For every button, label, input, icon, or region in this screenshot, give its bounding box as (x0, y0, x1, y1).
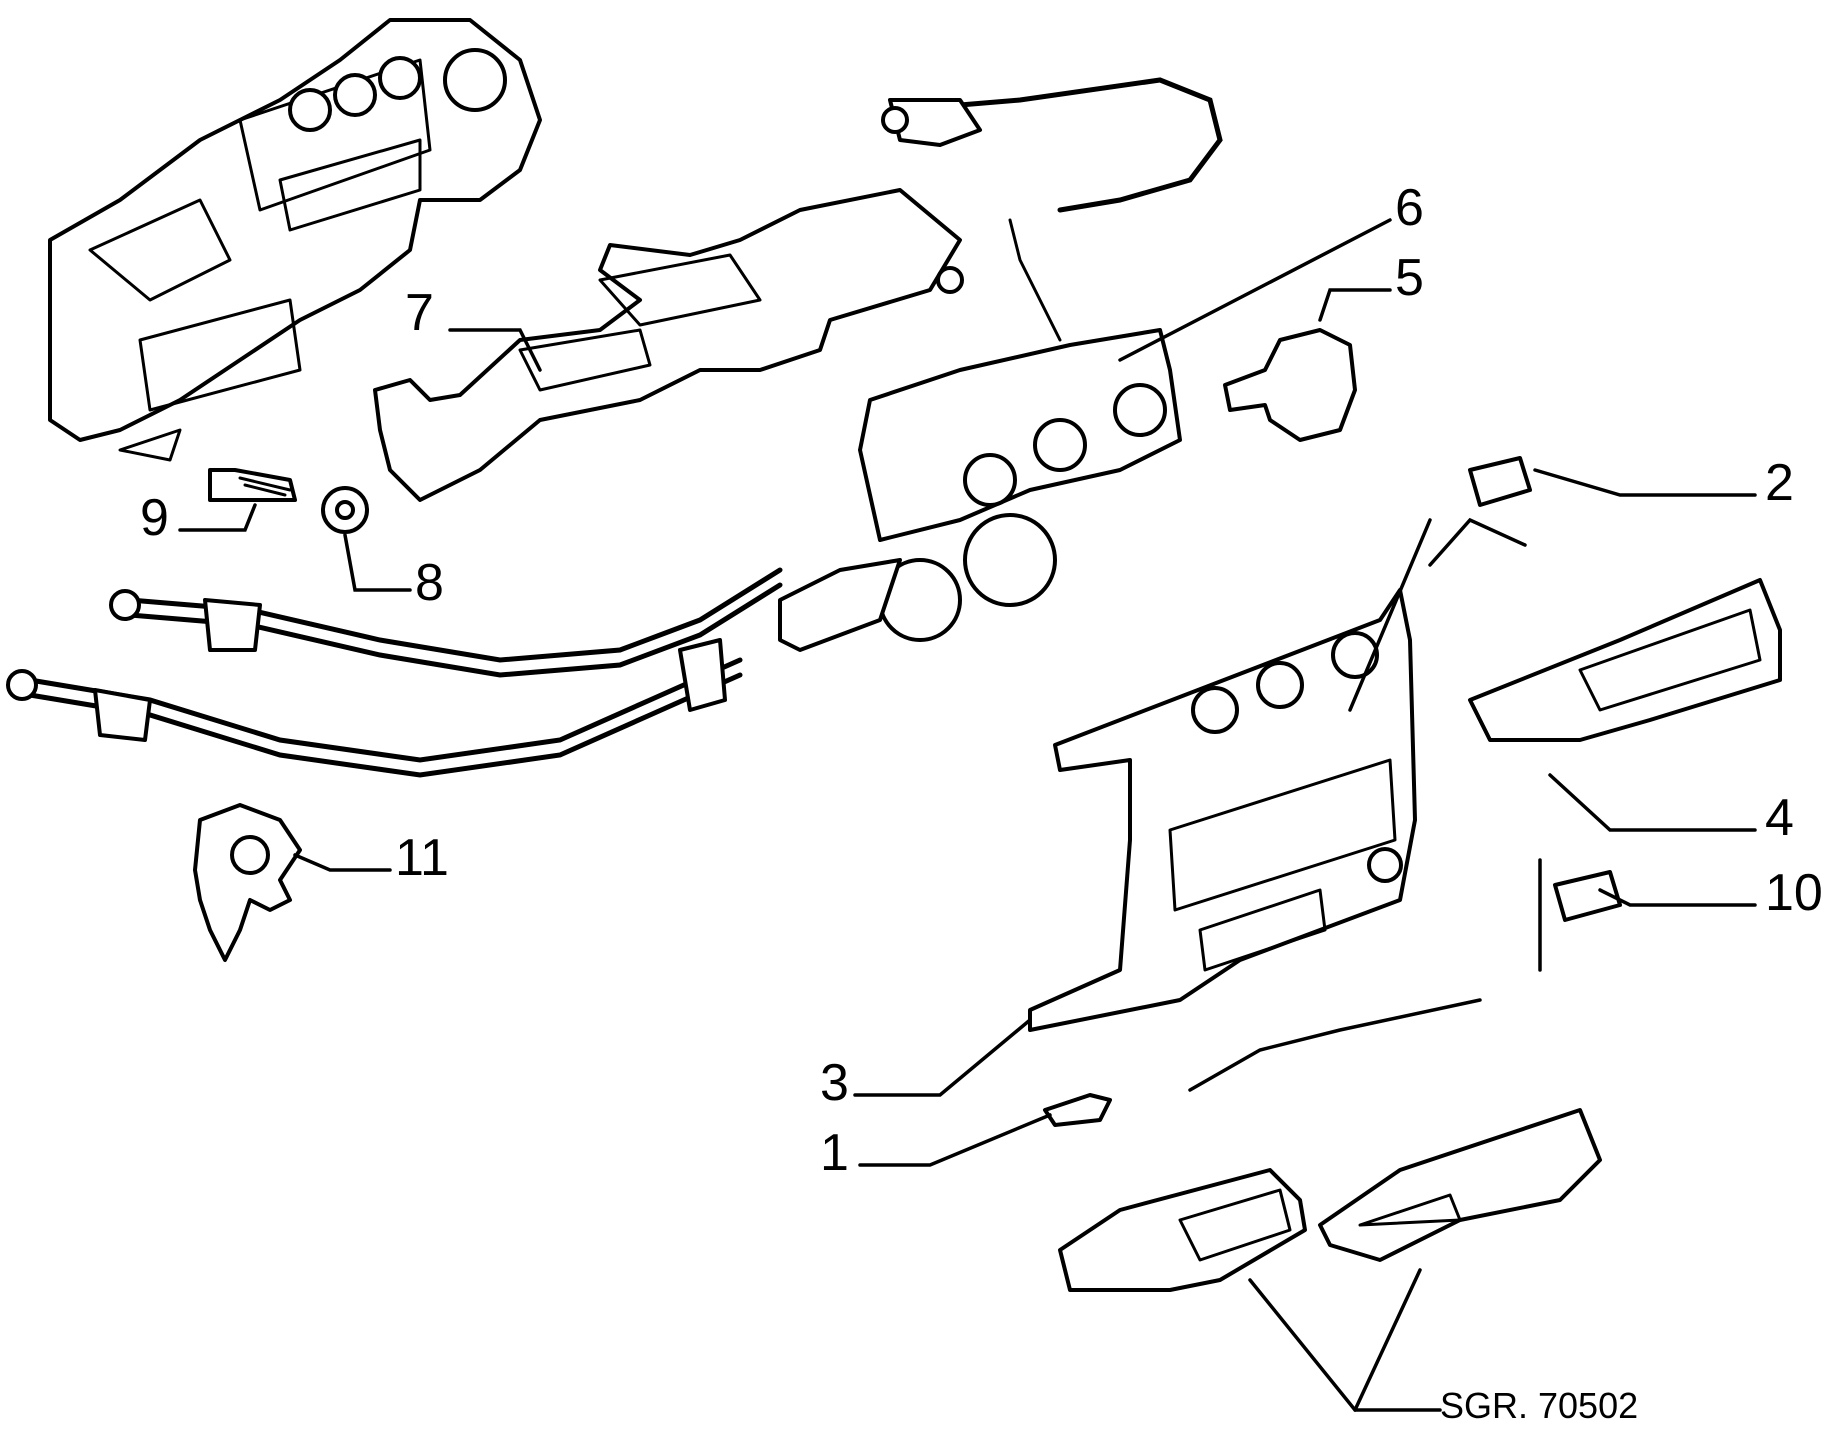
callout-5: 5 (1395, 249, 1424, 307)
part-10-small-cap (1553, 870, 1622, 922)
control-cables (6, 567, 783, 778)
part-9-screw (208, 468, 297, 502)
callout-1: 1 (820, 1124, 849, 1182)
part-11-retaining-clip (193, 803, 302, 962)
part-7-mounting-bracket (373, 188, 964, 502)
part-4-vent-insert (1468, 578, 1782, 742)
callout-4: 4 (1765, 789, 1794, 847)
callout-2: 2 (1765, 454, 1794, 512)
callout-8: 8 (415, 554, 444, 612)
part-6-heater-control-unit (778, 77, 1223, 652)
callout-9: 9 (140, 489, 169, 547)
callout-3: 3 (820, 1054, 849, 1112)
callout-6: 6 (1395, 179, 1424, 237)
callout-11: 11 (395, 829, 449, 887)
part-2-small-cap (1468, 456, 1532, 507)
part-1-screw (1043, 1093, 1112, 1127)
dashboard-context-illustration (48, 18, 542, 462)
callout-7: 7 (405, 284, 434, 342)
part-8-washer (321, 486, 369, 534)
drawing-code: SGR. 70502 (1440, 1385, 1638, 1426)
part-3-dashboard-panel (1028, 588, 1417, 1032)
lower-vent-outlets (1058, 1108, 1602, 1292)
callout-10: 10 (1765, 864, 1823, 922)
leader-lines (178, 218, 1757, 1412)
part-5-control-knob (1223, 328, 1357, 442)
